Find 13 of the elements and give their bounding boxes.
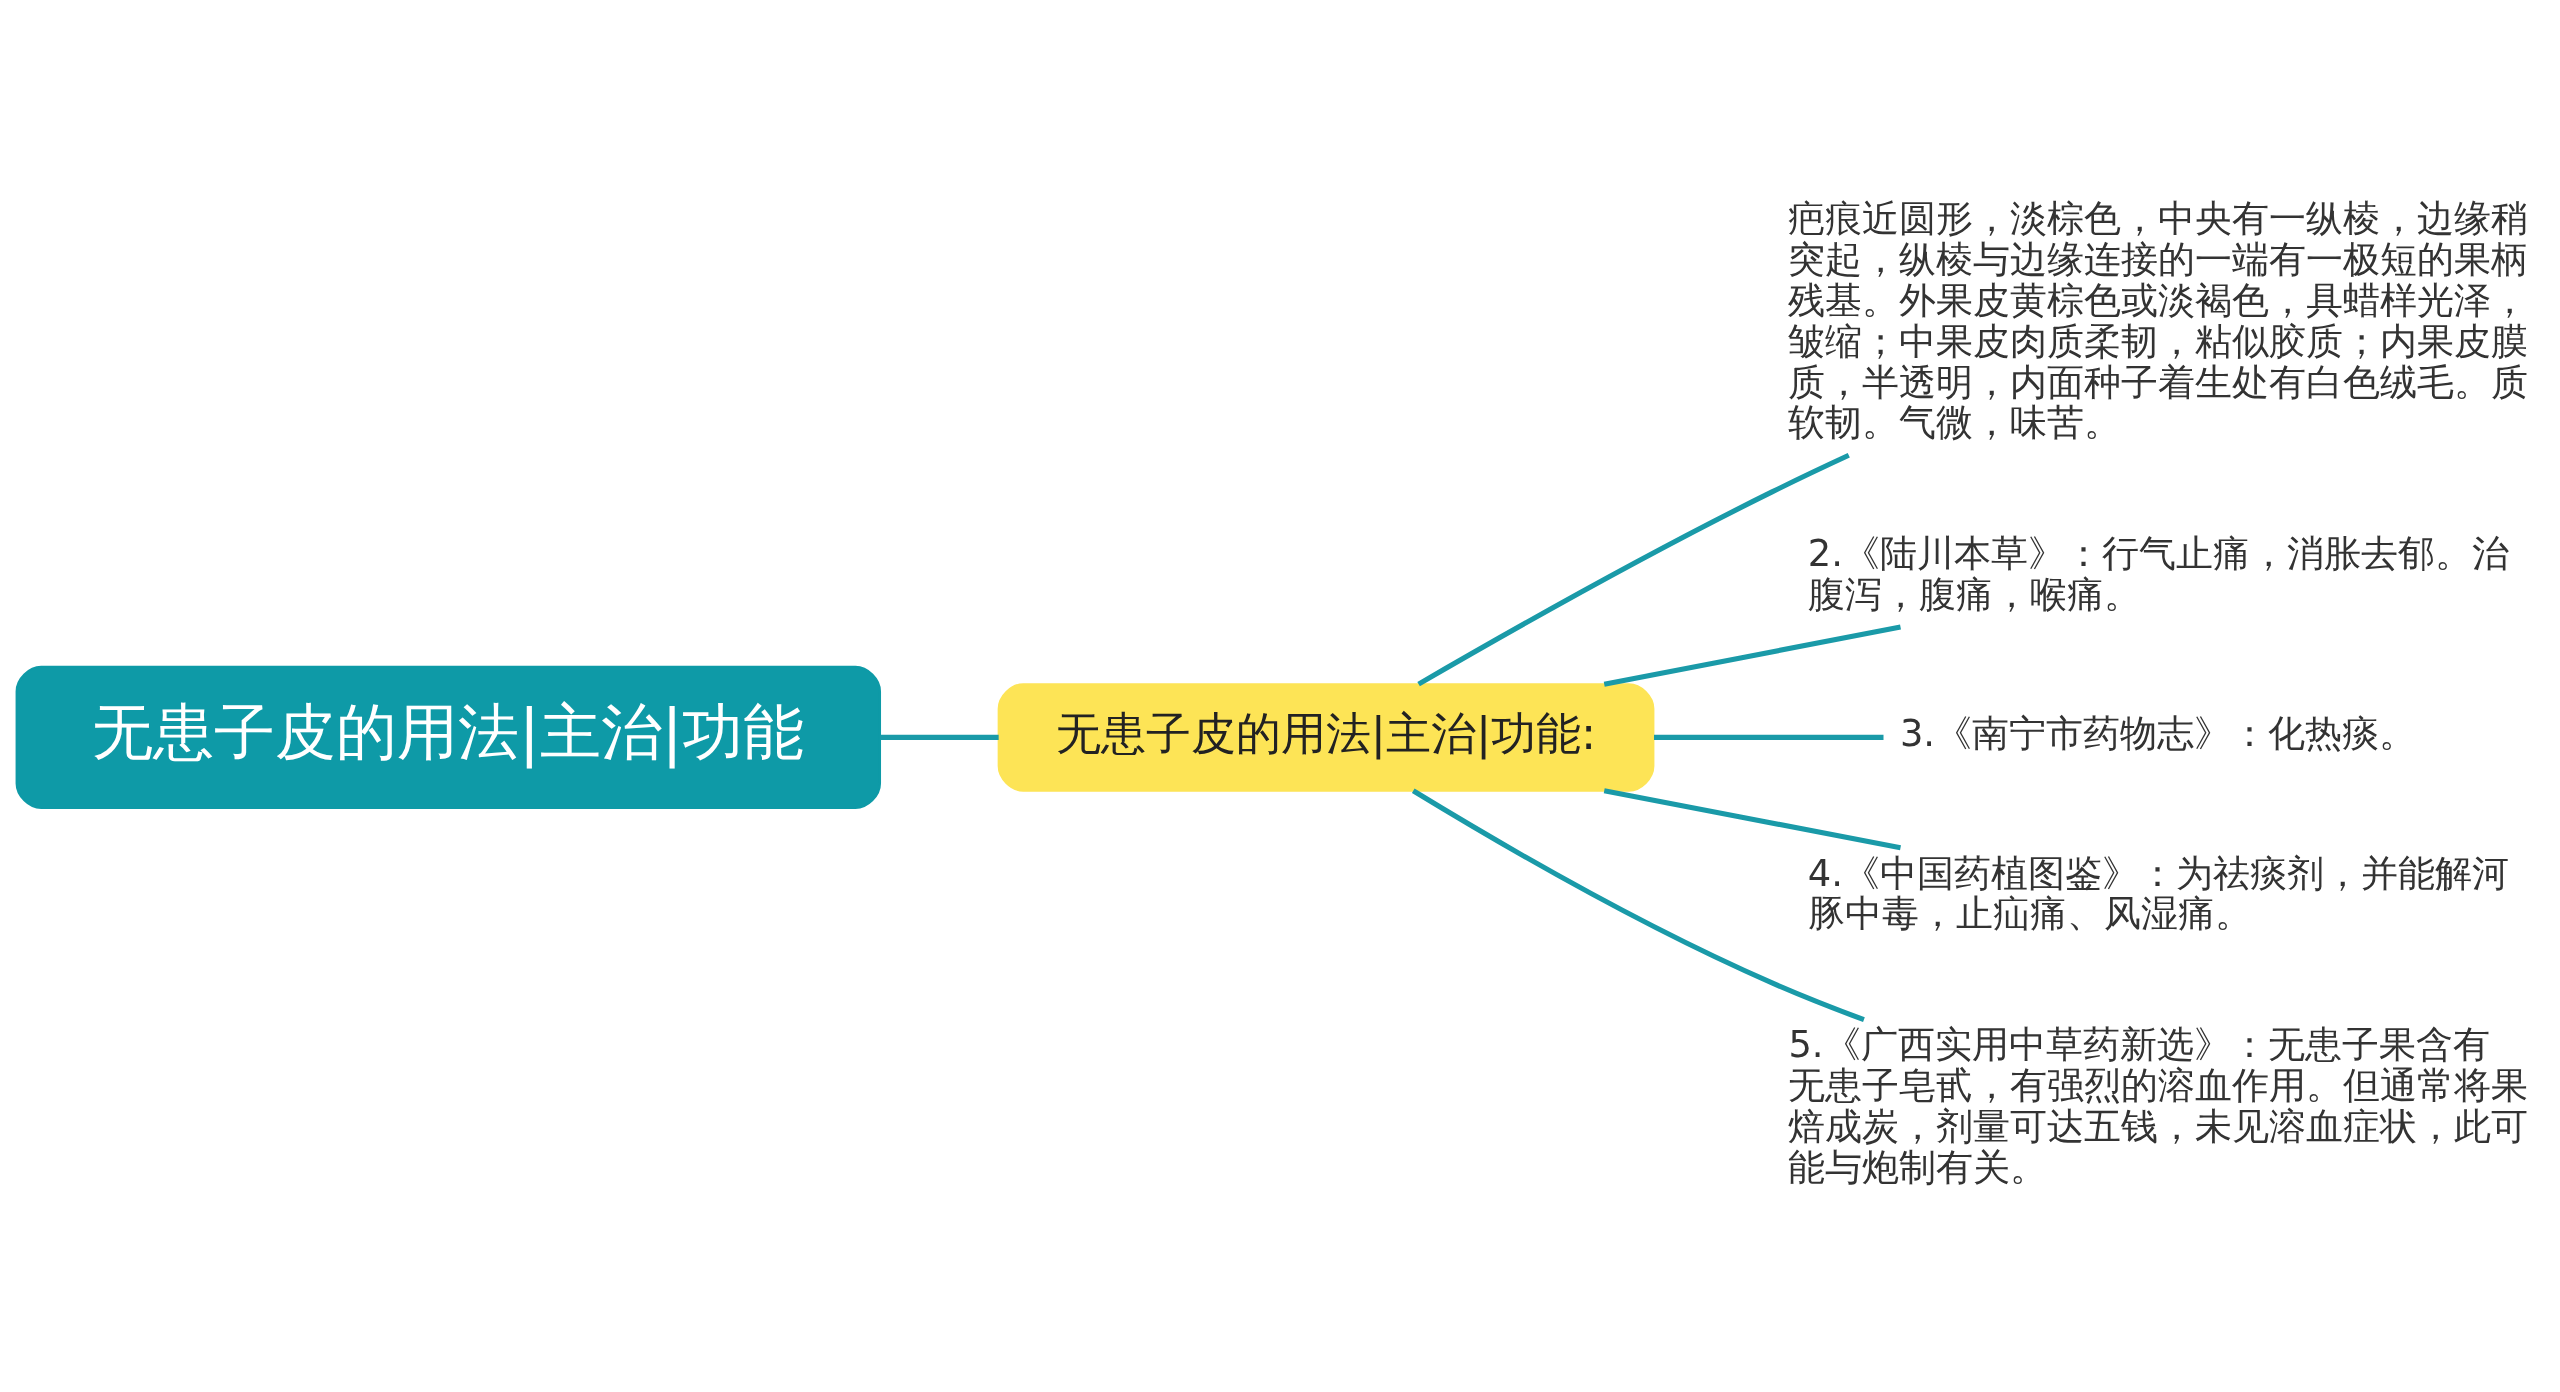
connector [1603, 624, 1901, 687]
connector [1654, 734, 1884, 740]
connector [1603, 787, 1901, 850]
connector [880, 734, 999, 740]
node-text: 疤痕近圆形，淡棕色，中央有一纵棱，边缘稍突起，纵棱与边缘连接的一端有一极短的果柄残基。外果皮黄棕色或淡褐色，具蜡样光泽，皱缩；中果皮肉质柔韧，粘似胶质；内果皮膜质，半透明，内面种子着生处有白色绒毛。质软韧。气微，味苦。 [1788, 196, 2529, 444]
node-text: 2.《陆川本草》：行气止痛，消胀去郁。治腹泻，腹痛，喉痛。 [1807, 531, 2509, 616]
connector [1411, 788, 1865, 1022]
node-text: 5.《广西实用中草药新选》：无患子果含有无患子皂甙，有强烈的溶血作用。但通常将果焙成炭，剂量可达五钱，未见溶血症状，此可能与炮制有关。 [1788, 1022, 2529, 1189]
node-text: 3.《南宁市药物志》：化热痰。 [1899, 711, 2417, 755]
node-text: 4.《中国药植图鉴》：为祛痰剂，并能解河豚中毒，止疝痛、风湿痛。 [1807, 851, 2509, 935]
node-box: 无患子皮的用法|主治|功能 [15, 665, 882, 809]
node-box: 无患子皮的用法|主治|功能: [997, 682, 1655, 792]
connector [1417, 452, 1850, 686]
